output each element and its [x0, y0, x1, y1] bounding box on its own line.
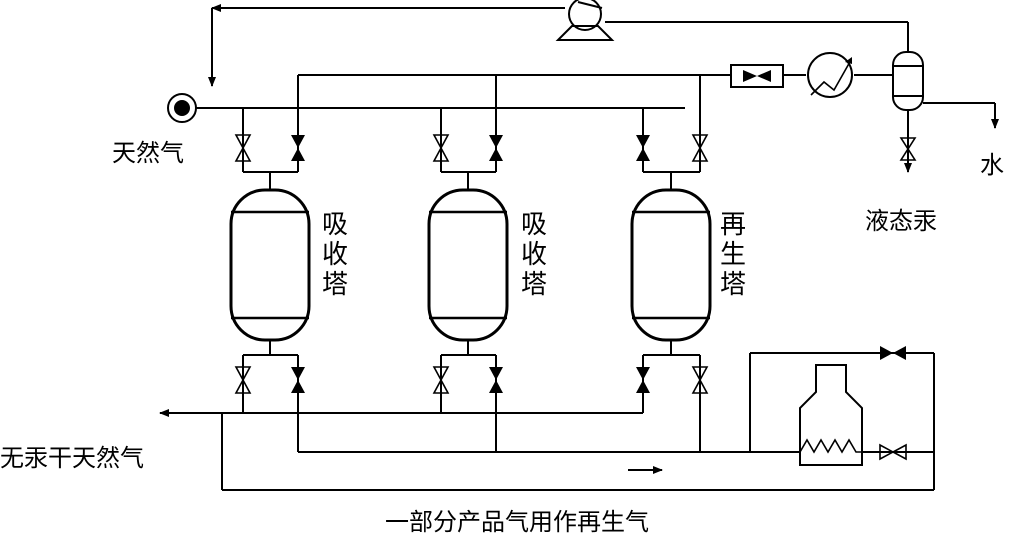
valve-open-icon — [432, 134, 450, 162]
valve-closed-icon — [636, 135, 650, 161]
recycle-line — [208, 4, 909, 87]
absorber-tower-1 — [229, 188, 311, 342]
bottom-valves — [234, 366, 709, 394]
mercury-free-gas-label: 无汞干天然气 — [0, 444, 144, 472]
mercury-drain-valve-icon — [899, 137, 917, 161]
valve-closed-icon — [489, 367, 503, 393]
tower-3-label: 再 生 塔 — [718, 210, 748, 300]
regen-inlet-header — [298, 352, 935, 490]
regeneration-tower — [630, 188, 712, 342]
separator-icon — [892, 51, 999, 173]
regen-outlet-header — [297, 74, 893, 140]
valve-open-icon — [234, 134, 252, 162]
valve-open-icon — [432, 366, 450, 394]
pump-icon — [555, 0, 615, 41]
top-valves — [234, 134, 709, 162]
tower-label-text: 吸 收 塔 — [520, 210, 547, 300]
water-label: 水 — [980, 151, 1004, 179]
inlet-source-icon — [167, 93, 197, 123]
flow-meter-icon — [730, 64, 784, 88]
regen-note-label: 一部分产品气用作再生气 — [385, 508, 649, 536]
tower-bottom-manifolds — [242, 340, 701, 452]
tower-1-label: 吸 收 塔 — [320, 210, 350, 300]
absorber-tower-2 — [427, 188, 509, 342]
cooler-icon — [807, 52, 853, 98]
natural-gas-label: 天然气 — [112, 139, 184, 167]
liquid-mercury-label: 液态汞 — [865, 207, 937, 235]
heater-icon — [799, 364, 863, 466]
valve-closed-icon — [291, 367, 305, 393]
heater-valve-open-icon — [879, 443, 907, 461]
bypass-valve-closed-icon — [880, 346, 906, 360]
valve-open-icon — [234, 366, 252, 394]
tower-label-text: 再 生 塔 — [719, 210, 746, 300]
valve-open-icon — [691, 134, 709, 162]
valve-open-icon — [691, 366, 709, 394]
tower-top-manifolds — [242, 108, 701, 190]
valve-closed-icon — [636, 367, 650, 393]
tower-2-label: 吸 收 塔 — [519, 210, 549, 300]
valve-closed-icon — [489, 135, 503, 161]
tower-label-text: 吸 收 塔 — [321, 210, 348, 300]
valve-closed-icon — [291, 135, 305, 161]
regen-return-line — [221, 413, 934, 491]
